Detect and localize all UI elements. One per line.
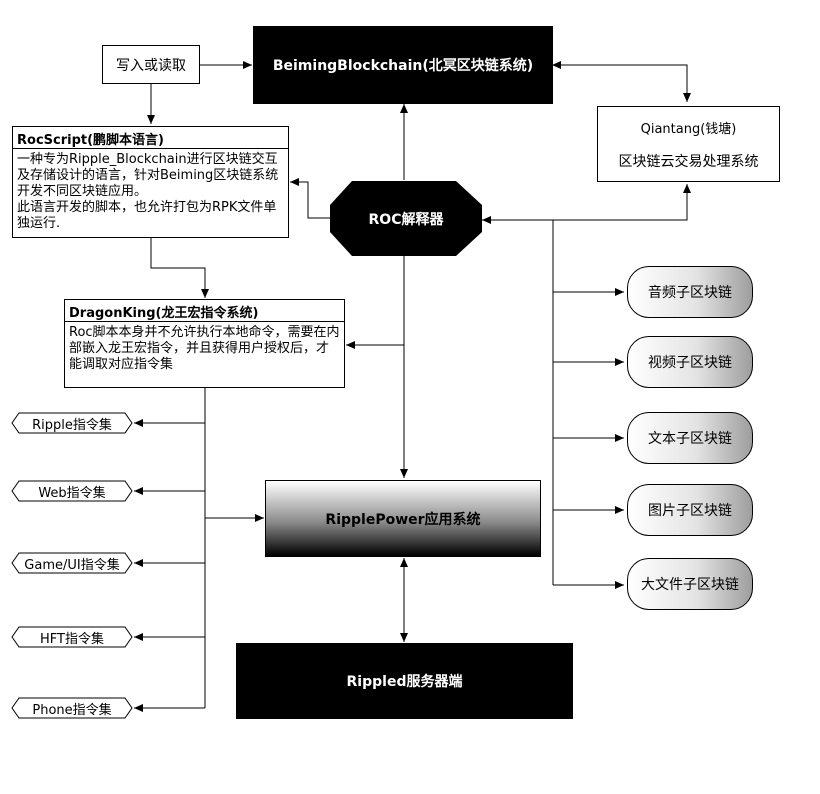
dragonking-description: Roc脚本本身并不允许执行本地命令，需要在内部嵌入龙王宏指令，并且获得用户授权后… (69, 325, 340, 372)
phone-set-label: Phone指令集 (32, 702, 112, 718)
arrow-trunk-to-qiantang (553, 184, 691, 221)
web-set-label: Web指令集 (38, 485, 106, 501)
hft-set-label: HFT指令集 (40, 631, 104, 647)
dragonking-box: DragonKing(龙王宏指令系统) Roc脚本本身并不允许执行本地命令，需要… (64, 299, 345, 388)
ripple-set-label: Ripple指令集 (32, 417, 112, 433)
image-sub-chain: 图片子区块链 (627, 484, 753, 536)
audio-sub-chain: 音频子区块链 (627, 266, 753, 318)
rocscript-box: RocScript(鹏脚本语言) 一种专为Ripple_Blockchain进行… (12, 126, 289, 238)
bigfile-sub-chain: 大文件子区块链 (627, 558, 753, 610)
arrow-beiming-to-qiantang (555, 64, 691, 102)
phone-set-shape (11, 697, 133, 719)
game-set-shape (11, 552, 133, 574)
dragonking-title: DragonKing(龙王宏指令系统) (65, 300, 344, 322)
qiantang-box: Qiantang(钱塘) 区块链云交易处理系统 (597, 106, 780, 182)
qiantang-title: Qiantang(钱塘) (640, 121, 737, 137)
rippled-server-box: Rippled服务器端 (236, 643, 573, 719)
write-read-box: 写入或读取 (102, 45, 200, 84)
roc-interpreter-label: ROC解释器 (368, 211, 444, 228)
rocscript-title: RocScript(鹏脚本语言) (13, 127, 288, 149)
ripple-set-shape (11, 412, 133, 434)
roc-interpreter-shape (330, 181, 482, 256)
arrow-roc-to-rocscript (290, 178, 330, 219)
game-set-label: Game/UI指令集 (24, 557, 120, 573)
video-sub-chain: 视频子区块链 (627, 336, 753, 388)
hft-set-shape (11, 626, 133, 648)
rocscript-description: 一种专为Ripple_Blockchain进行区块链交互及存储设计的语言，针对B… (17, 152, 279, 231)
qiantang-subtitle: 区块链云交易处理系统 (618, 153, 759, 170)
ripplepower-box: RipplePower应用系统 (265, 480, 541, 557)
web-set-shape (11, 480, 133, 502)
text-sub-chain: 文本子区块链 (627, 412, 753, 464)
beiming-blockchain-box: BeimingBlockchain(北冥区块链系统) (253, 26, 553, 104)
arrow-rocscript-to-dragonking (150, 238, 209, 298)
